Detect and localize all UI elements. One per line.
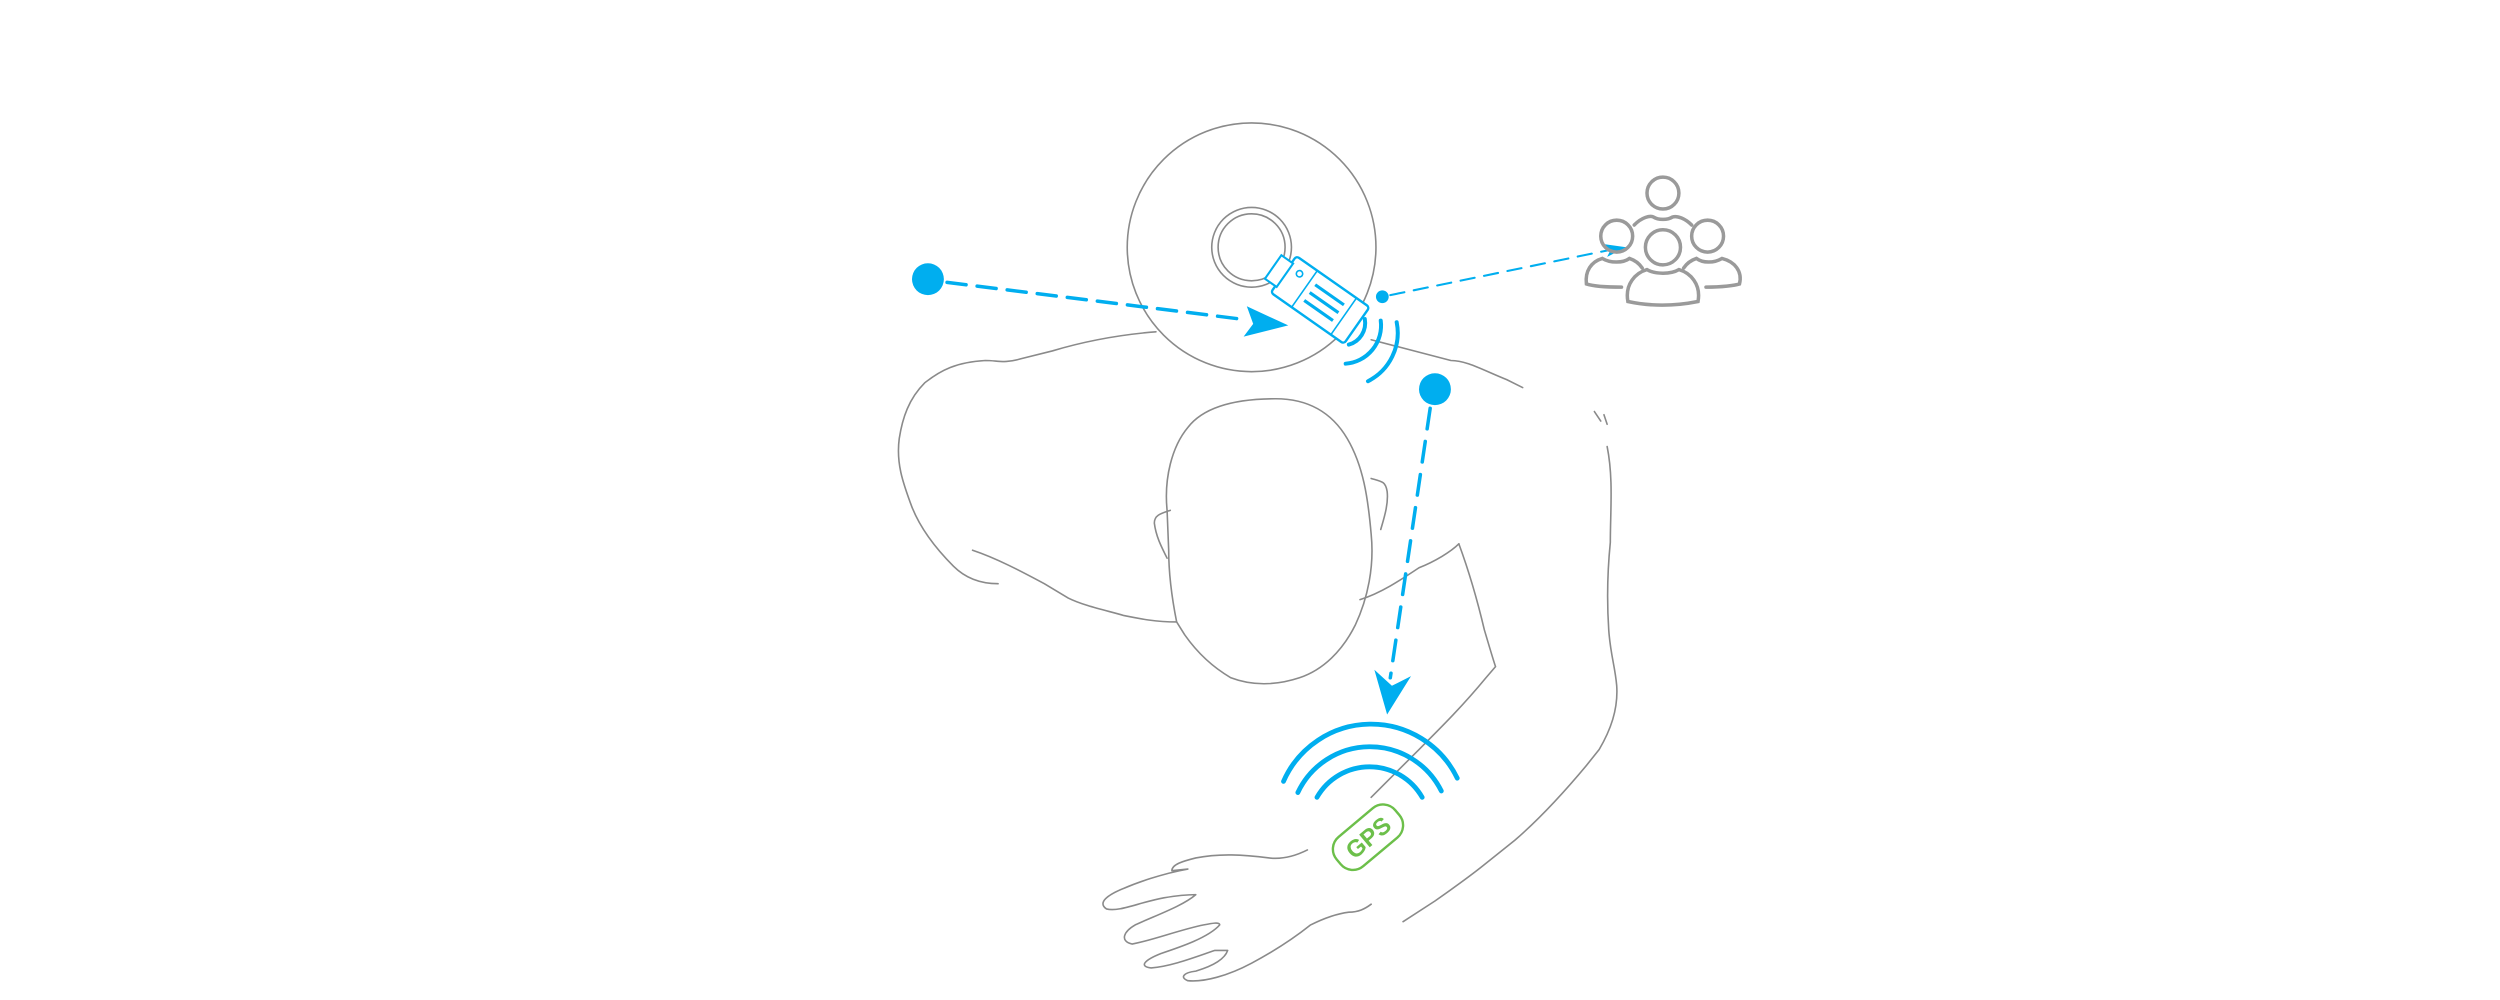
tracking-device-icon xyxy=(1263,253,1370,344)
back-outline xyxy=(1165,397,1373,685)
person-outline xyxy=(897,122,1618,982)
arrowhead-icon xyxy=(1243,306,1289,337)
hand-outline xyxy=(1102,849,1372,982)
right-arm-outline xyxy=(1402,445,1618,923)
source-dot xyxy=(911,263,944,296)
gps-badge-icon: GPS xyxy=(1331,803,1405,872)
signal-path-incoming xyxy=(911,263,1289,337)
arrowhead-icon xyxy=(1374,669,1412,715)
ear-outline xyxy=(1210,206,1293,288)
signal-waves-icon xyxy=(1343,317,1400,384)
forearm-outline xyxy=(1359,543,1460,601)
signal-path-to-wrist xyxy=(1374,373,1451,715)
people-group-icon xyxy=(1584,175,1742,307)
right-shoulder-outline xyxy=(1370,338,1524,389)
head-outline xyxy=(1126,122,1377,373)
gps-signal-waves-icon xyxy=(1281,721,1460,800)
left-shoulder-outline xyxy=(897,330,1157,585)
